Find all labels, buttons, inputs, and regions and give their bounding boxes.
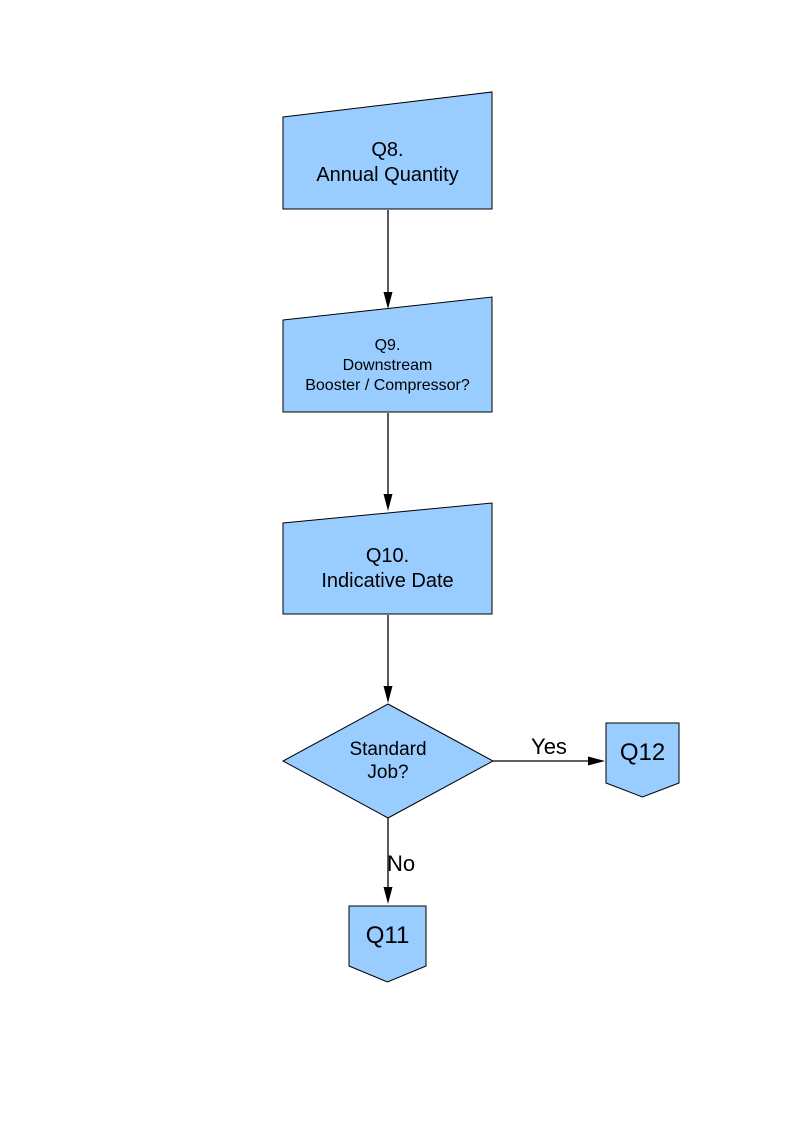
- connector-q8-q9-arrowhead: [383, 292, 393, 309]
- node-decision-shape: [281, 703, 495, 819]
- node-q9-shape: [282, 296, 493, 413]
- connector-q9-q10-arrowhead: [383, 494, 393, 511]
- node-q10-shape: [282, 502, 493, 615]
- connector-q10-decision-arrowhead: [383, 686, 393, 703]
- node-q12-shape: [605, 722, 680, 798]
- connector-yes-arrowhead: [588, 756, 605, 766]
- node-q11-shape: [348, 905, 427, 983]
- connector-no-arrowhead: [383, 887, 393, 904]
- node-q8-shape: [282, 91, 493, 210]
